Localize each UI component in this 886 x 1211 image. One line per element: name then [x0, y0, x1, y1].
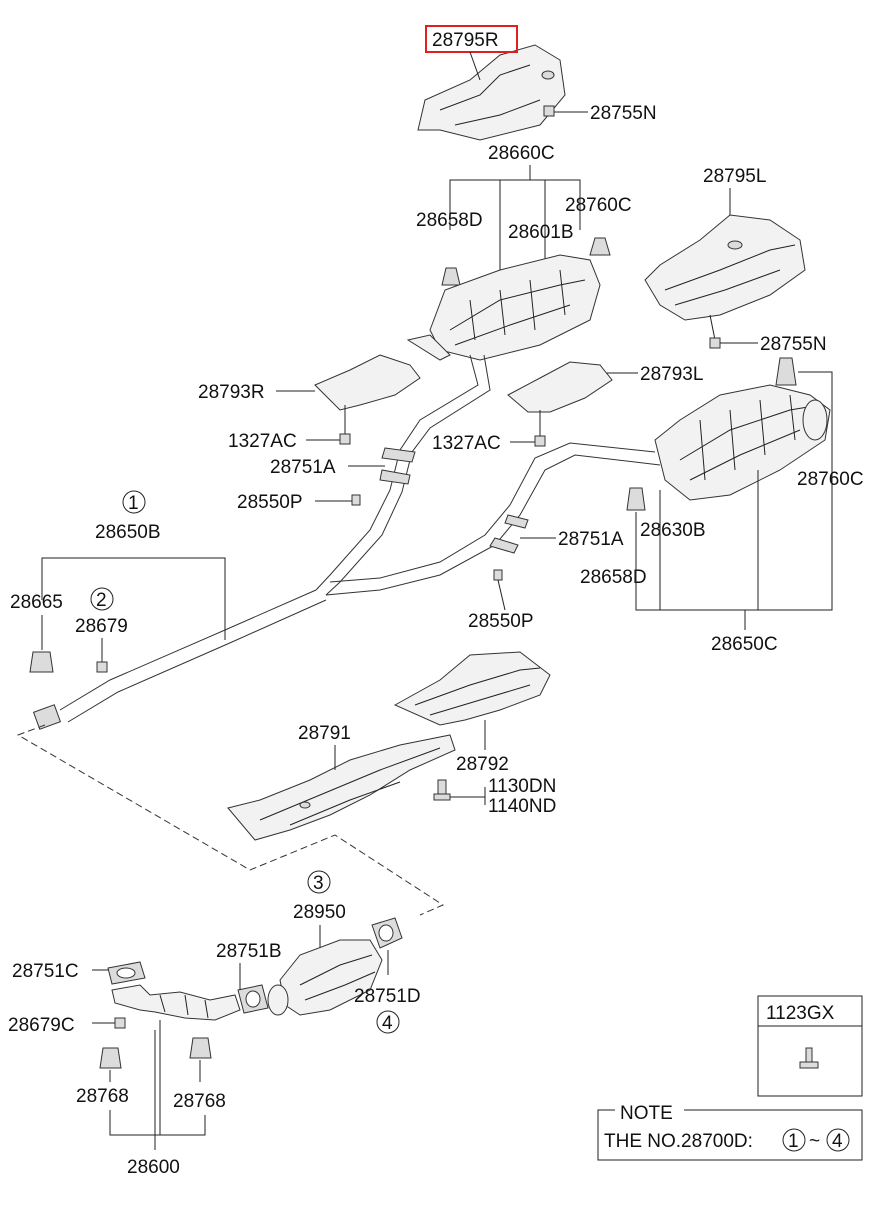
heat-protector-28795R[interactable]: [417, 44, 566, 141]
circled-1-text: 1: [128, 493, 139, 514]
note-circled-1-text: 1: [788, 1131, 799, 1152]
label-28660C[interactable]: 28660C: [488, 143, 555, 164]
label-28601B[interactable]: 28601B: [508, 222, 574, 243]
circled-4: [376, 1010, 400, 1034]
hanger-28768-left: [99, 1047, 122, 1069]
label-28793L[interactable]: 28793L: [640, 364, 703, 385]
hanger-28760C-top: [589, 237, 611, 256]
hanger-28760C-right: [775, 357, 797, 386]
label-28751C[interactable]: 28751C: [12, 961, 79, 982]
nut-1327AC-mid: [534, 435, 546, 447]
center-muffler-28601B[interactable]: [406, 254, 601, 361]
label-28795L[interactable]: 28795L: [703, 166, 766, 187]
label-28665[interactable]: 28665: [10, 592, 63, 613]
label-28768-right[interactable]: 28768: [173, 1091, 226, 1112]
label-28751A-left[interactable]: 28751A: [270, 457, 336, 478]
circled-3: [307, 870, 331, 894]
note-circled-1: [782, 1128, 806, 1152]
heat-protector-28791[interactable]: [227, 734, 456, 841]
label-28791[interactable]: 28791: [298, 723, 351, 744]
hanger-28768-right: [189, 1037, 212, 1059]
circled-4-text: 4: [382, 1013, 393, 1034]
label-28550P-left[interactable]: 28550P: [237, 492, 303, 513]
label-28650C[interactable]: 28650C: [711, 634, 778, 655]
label-28755N-right[interactable]: 28755N: [760, 334, 827, 355]
rear-muffler-28630B[interactable]: [654, 384, 831, 501]
part-box-1123GX: [757, 995, 863, 1097]
bolt-1123GX-icon: [805, 1047, 813, 1063]
hanger-28658D-top: [441, 267, 461, 286]
label-28630B[interactable]: 28630B: [640, 520, 706, 541]
label-28751D[interactable]: 28751D: [354, 986, 421, 1007]
heat-protector-28795L[interactable]: [644, 214, 806, 321]
label-28679C[interactable]: 28679C: [8, 1015, 75, 1036]
highlight-box-28795R: [425, 25, 518, 53]
label-28679[interactable]: 28679: [75, 616, 128, 637]
hanger-28665: [29, 651, 54, 673]
heat-protector-28792[interactable]: [393, 651, 551, 726]
label-28658D-right[interactable]: 28658D: [580, 567, 647, 588]
nut-28755N-right: [709, 337, 721, 349]
label-28658D-top[interactable]: 28658D: [416, 210, 483, 231]
heat-protector-28793R[interactable]: [314, 354, 421, 411]
note-circled-4: [826, 1128, 850, 1152]
dashed-connector: [16, 724, 445, 916]
nut-28679C: [114, 1017, 126, 1029]
note-text: THE NO.28700D:: [604, 1131, 753, 1152]
label-1327AC-mid[interactable]: 1327AC: [432, 433, 501, 454]
label-28768-left[interactable]: 28768: [76, 1086, 129, 1107]
label-28795R[interactable]: 28795R: [432, 30, 499, 51]
catalytic-converter-28950[interactable]: [267, 939, 383, 1016]
label-28792[interactable]: 28792: [456, 754, 509, 775]
label-28755N-top[interactable]: 28755N: [590, 103, 657, 124]
clamp-28550P-left: [351, 494, 361, 506]
label-28760C-right[interactable]: 28760C: [797, 469, 864, 490]
circled-2: [90, 587, 114, 611]
label-28760C-top[interactable]: 28760C: [565, 195, 632, 216]
gasket-28751A-left: [381, 447, 416, 463]
nut-1327AC-left: [339, 433, 351, 445]
circled-1: [122, 490, 146, 514]
label-28793R[interactable]: 28793R: [198, 382, 265, 403]
flange-28650B: [32, 704, 62, 730]
clamp-28550P-mid: [493, 569, 503, 581]
label-1130DN[interactable]: 1130DN: [488, 776, 556, 797]
nut-28755N-top: [543, 105, 555, 117]
label-28751B[interactable]: 28751B: [216, 941, 282, 962]
label-28550P-mid[interactable]: 28550P: [468, 611, 534, 632]
note-circled-4-text: 4: [832, 1131, 843, 1152]
circled-3-text: 3: [313, 873, 324, 894]
circled-2-text: 2: [96, 590, 107, 611]
note-box: [597, 1109, 863, 1161]
label-28650B[interactable]: 28650B: [95, 522, 161, 543]
label-1327AC-left[interactable]: 1327AC: [228, 431, 297, 452]
note-title: NOTE: [620, 1103, 673, 1124]
label-28600[interactable]: 28600: [127, 1157, 180, 1178]
label-1123GX[interactable]: 1123GX: [766, 1003, 835, 1024]
gasket-28751A-right: [489, 537, 519, 554]
label-28950[interactable]: 28950: [293, 902, 346, 923]
heat-protector-28793L[interactable]: [507, 361, 613, 413]
hanger-28658D-right: [626, 487, 646, 511]
note-tilde: ~: [809, 1131, 820, 1152]
nut-28679: [96, 661, 108, 673]
label-28751A-right[interactable]: 28751A: [558, 529, 624, 550]
front-pipe-28600[interactable]: [111, 984, 241, 1021]
label-1140ND[interactable]: 1140ND: [488, 796, 556, 817]
